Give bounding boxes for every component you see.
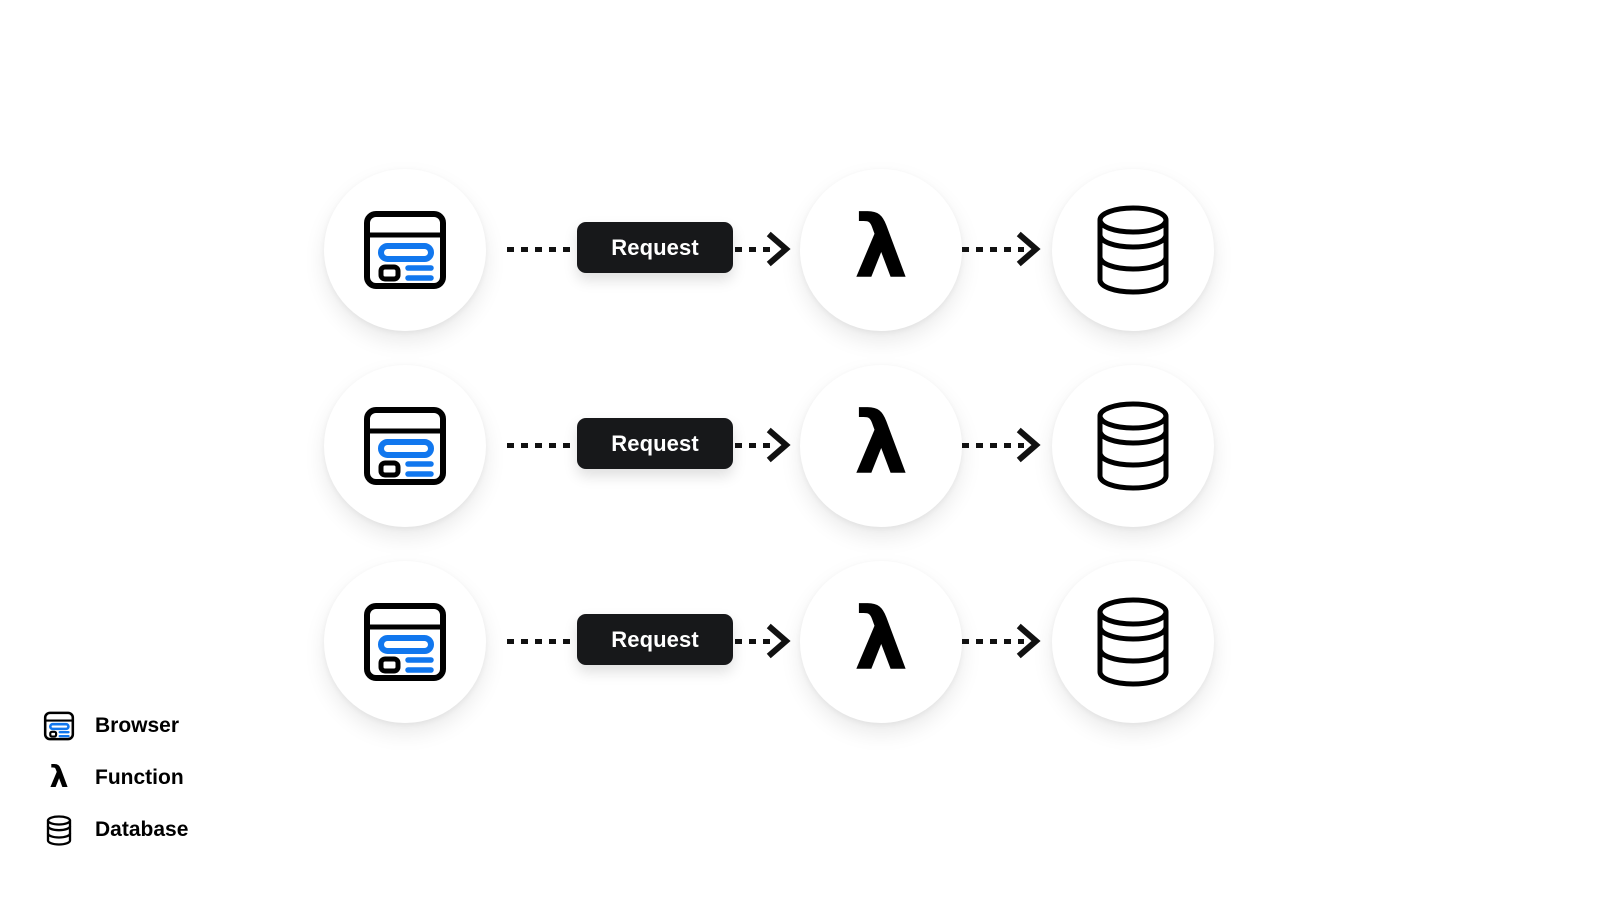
database-icon (1091, 204, 1175, 296)
connector-request-to-function (735, 443, 775, 448)
legend-item-browser: Browser (42, 700, 188, 752)
request-label-text: Request (611, 234, 699, 260)
flow-row: Request λ (0, 361, 1600, 531)
connector-browser-to-request (507, 443, 581, 448)
arrow-right-icon (1016, 229, 1042, 269)
arrow-right-icon (1016, 425, 1042, 465)
connector-function-to-database (962, 443, 1024, 448)
legend: Browser λ Function Database (42, 700, 188, 856)
browser-node[interactable] (324, 365, 486, 527)
request-label-pill[interactable]: Request (577, 418, 733, 469)
arrow-right-icon (1016, 621, 1042, 661)
browser-icon (361, 598, 449, 686)
flow-row: Request λ (0, 557, 1600, 727)
legend-item-database: Database (42, 804, 188, 856)
request-label-text: Request (611, 626, 699, 652)
connector-function-to-database (962, 247, 1024, 252)
connector-request-to-function (735, 639, 775, 644)
lambda-icon: λ (853, 198, 909, 298)
legend-label: Function (95, 766, 184, 789)
lambda-icon: λ (853, 394, 909, 494)
browser-icon (361, 402, 449, 490)
database-node[interactable] (1052, 365, 1214, 527)
arrow-right-icon (766, 621, 792, 661)
lambda-glyph: λ (49, 760, 69, 795)
connector-browser-to-request (507, 639, 581, 644)
connector-request-to-function (735, 247, 775, 252)
legend-label: Database (95, 818, 189, 841)
legend-label: Browser (95, 714, 180, 737)
lambda-icon: λ (42, 761, 76, 795)
browser-node[interactable] (324, 561, 486, 723)
arrow-right-icon (766, 229, 792, 269)
database-node[interactable] (1052, 169, 1214, 331)
database-icon (42, 813, 76, 847)
database-node[interactable] (1052, 561, 1214, 723)
lambda-icon: λ (853, 590, 909, 690)
arrow-right-icon (766, 425, 792, 465)
legend-item-function: λ Function (42, 752, 188, 804)
database-icon (1091, 400, 1175, 492)
browser-icon (42, 709, 76, 743)
function-node[interactable]: λ (800, 561, 962, 723)
connector-function-to-database (962, 639, 1024, 644)
request-label-pill[interactable]: Request (577, 222, 733, 273)
flow-row: Request λ (0, 165, 1600, 335)
browser-node[interactable] (324, 169, 486, 331)
request-label-pill[interactable]: Request (577, 614, 733, 665)
database-icon (1091, 596, 1175, 688)
function-node[interactable]: λ (800, 365, 962, 527)
browser-icon (361, 206, 449, 294)
connector-browser-to-request (507, 247, 581, 252)
function-node[interactable]: λ (800, 169, 962, 331)
request-label-text: Request (611, 430, 699, 456)
